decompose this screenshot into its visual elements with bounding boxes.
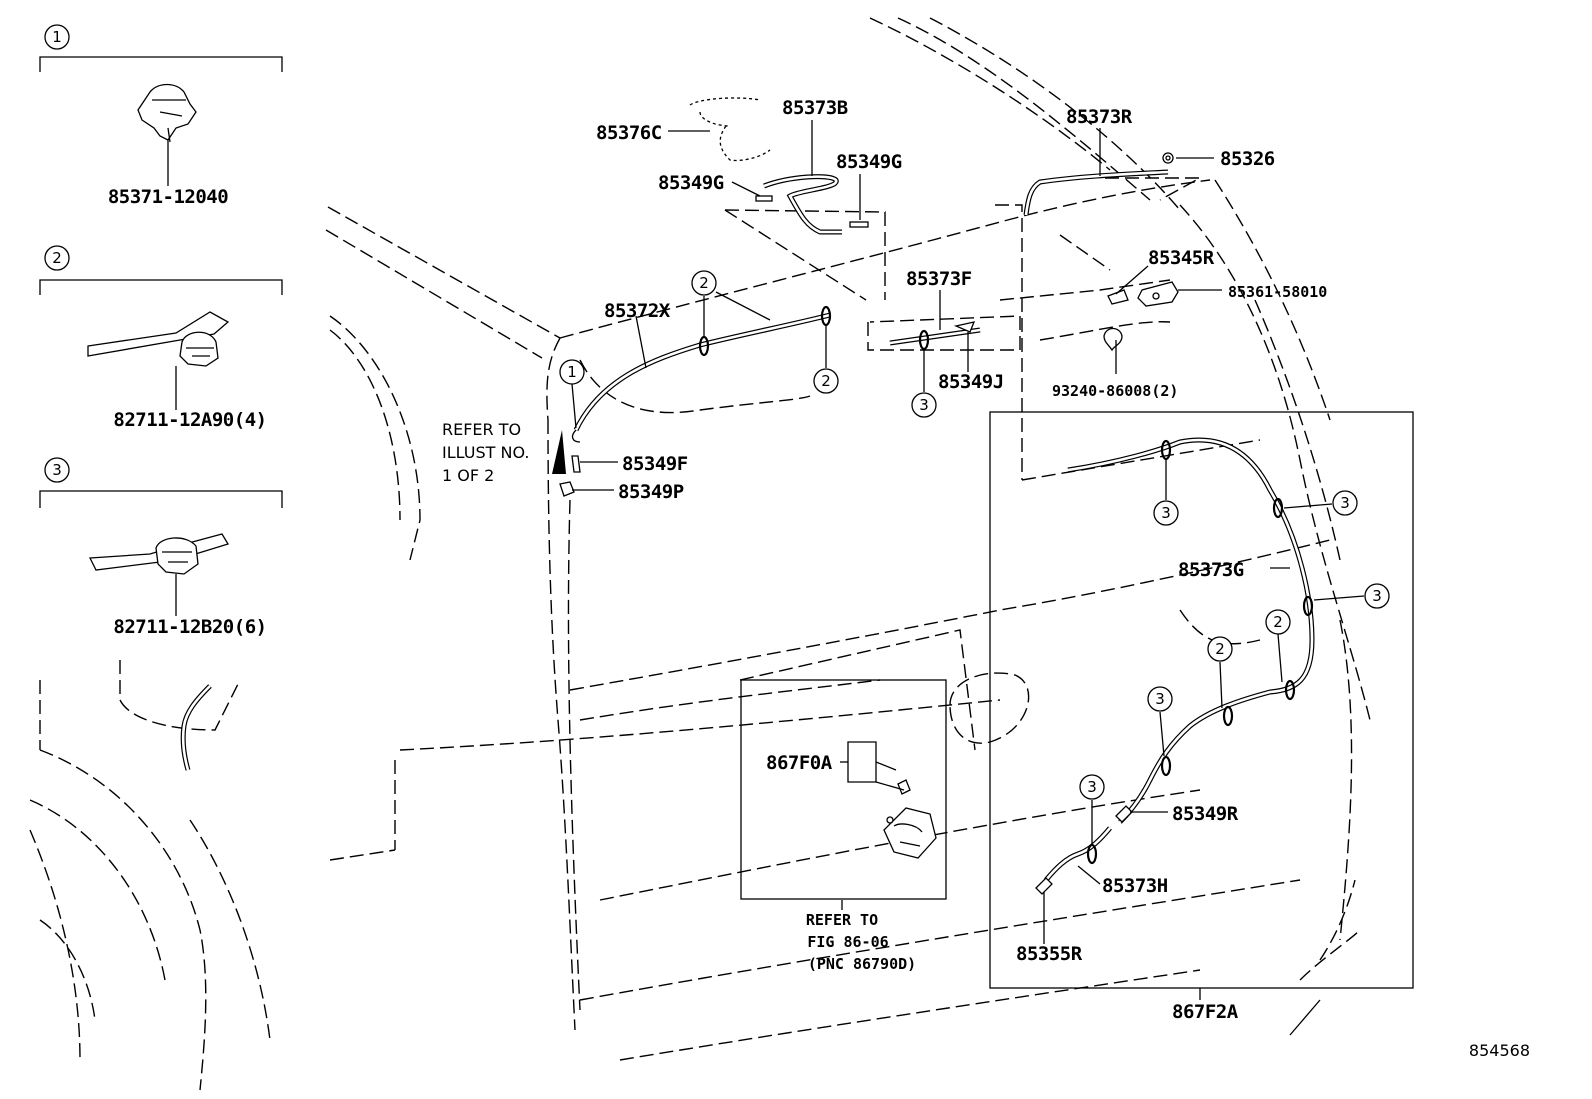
label-85372X: 85372X [604,300,671,322]
hose-clip-2-icon [87,311,230,367]
note-refer-illust-2: ILLUST NO. [442,443,529,462]
notes: REFER TO ILLUST NO. 1 OF 2 REFER TO FIG … [442,420,916,973]
legend-marker-2 [44,245,70,271]
label-85349P: 85349P [618,481,684,503]
leader-lines [571,120,1365,1000]
legend-item-3: 3 82711-12B20(6) [39,457,283,638]
part-labels: 85376C 85373B 85349G 85349G 85373R 85326… [596,97,1327,1023]
note-refer-fig-1: REFER TO [806,911,878,929]
inset-frame [740,679,947,900]
label-85349G-left: 85349G [658,172,724,194]
svg-text:2: 2 [699,274,709,292]
diagram-id: 854568 [1469,1041,1530,1060]
legend-bracket-1 [39,56,283,72]
label-85345R: 85345R [1148,247,1215,269]
svg-text:3: 3 [1155,690,1165,708]
svg-text:3: 3 [919,396,929,414]
washer-pump-icon [883,779,937,859]
label-85326: 85326 [1220,148,1275,170]
legend-bracket-2 [39,279,283,295]
legend-marker-1-text: 1 [52,28,62,46]
svg-text:2: 2 [1273,613,1283,631]
refer-arrow-icon [552,430,566,474]
svg-text:3: 3 [1161,504,1171,522]
legend-marker-1 [44,24,70,50]
legend: 1 85371-12040 2 82711-12A90(4) [39,24,283,638]
legend-label-2: 82711-12A90(4) [113,409,266,431]
label-85373G: 85373G [1178,559,1244,581]
legend-marker-2-text: 2 [52,249,62,267]
label-867F2A: 867F2A [1172,1001,1239,1023]
hoses [180,97,1315,882]
joint-85349G-right [849,221,869,228]
label-85373H: 85373H [1102,875,1168,897]
legend-label-1: 85371-12040 [108,186,228,208]
joint-85349G-left [755,195,773,202]
note-refer-fig-2: FIG 86-06 [807,933,888,951]
label-85373B: 85373B [782,97,848,119]
clip-93240 [1103,327,1123,352]
hose-clip-3-icon [88,533,229,575]
legend-bracket-3 [39,490,283,508]
label-93240: 93240-86008(2) [1052,382,1178,400]
note-refer-illust-1: REFER TO [442,420,521,439]
clip-markers [698,305,1314,865]
clip-85371 [571,429,581,443]
joint-85349P [559,481,575,497]
coiled-hose [689,97,771,162]
washer-tank-inset [740,679,947,900]
svg-text:1: 1 [567,363,577,381]
label-85349J: 85349J [938,371,1004,393]
hose-85372X [573,312,831,432]
vehicle-body-outline [29,17,1371,1091]
note-refer-fig-3: (PNC 86790D) [808,955,916,973]
note-refer-illust-3: 1 OF 2 [442,466,494,485]
label-85373R: 85373R [1066,106,1133,128]
nozzle-85355R [1035,877,1053,895]
label-85349F: 85349F [622,453,688,475]
svg-text:3: 3 [1087,778,1097,796]
label-85349R: 85349R [1172,803,1239,825]
label-85373F: 85373F [906,268,972,290]
legend-item-2: 2 82711-12A90(4) [39,245,283,431]
inset-bracket [847,741,877,783]
svg-text:3: 3 [1340,494,1350,512]
rear-washer-box [989,411,1414,989]
label-85376C: 85376C [596,122,662,144]
retainer-clip-1-icon [137,83,197,143]
legend-label-3: 82711-12B20(6) [113,616,266,638]
legend-marker-3-text: 3 [52,461,62,479]
svg-text:3: 3 [1372,587,1382,605]
circle-markers: 2 2 1 3 3 3 3 2 2 3 3 [559,270,1390,800]
valve-85349F [571,455,581,473]
legend-item-1: 1 85371-12040 [39,24,283,208]
label-867F0A: 867F0A [766,752,833,774]
label-85349G-right: 85349G [836,151,902,173]
svg-text:2: 2 [821,372,831,390]
svg-text:2: 2 [1215,640,1225,658]
label-85355R: 85355R [1016,943,1083,965]
small-parts [552,152,1179,895]
label-85361: 85361-58010 [1228,283,1327,301]
joint-85349J [953,321,976,333]
legend-marker-3 [44,457,70,483]
